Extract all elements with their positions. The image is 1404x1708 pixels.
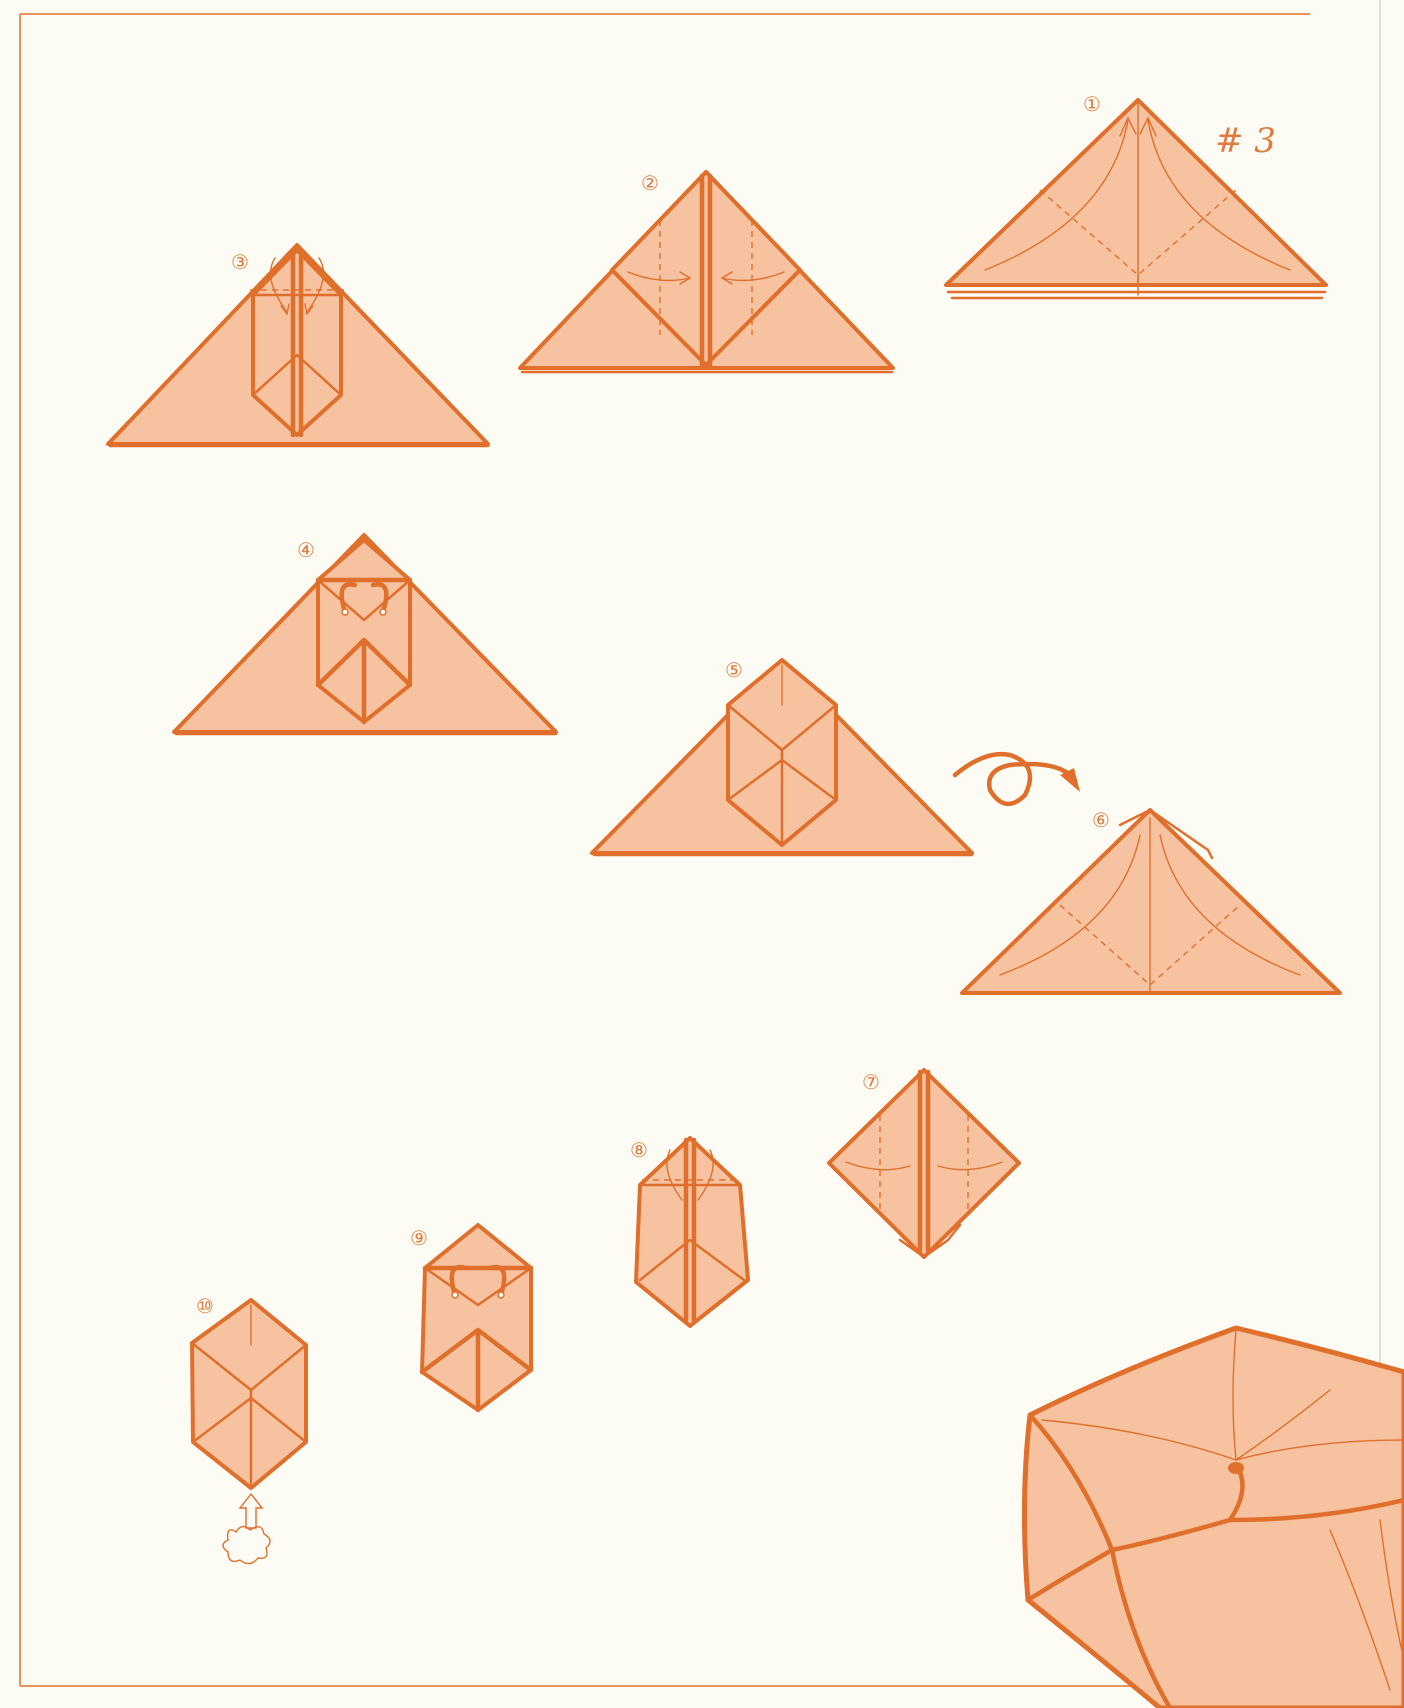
step-6-figure bbox=[962, 810, 1340, 993]
step-number: ② bbox=[641, 171, 659, 195]
step-number: ③ bbox=[231, 250, 249, 274]
step-number: ⑤ bbox=[725, 658, 743, 682]
step-number: ① bbox=[1083, 92, 1101, 116]
turn-over-arrow-icon bbox=[955, 754, 1080, 804]
step-number: ⑥ bbox=[1092, 808, 1110, 832]
step-number: ⑨ bbox=[410, 1226, 428, 1250]
step-number: ④ bbox=[297, 538, 315, 562]
step-10-figure bbox=[192, 1300, 306, 1564]
finished-balloon-figure bbox=[1024, 1328, 1404, 1708]
step-8-figure bbox=[636, 1138, 748, 1326]
step-9-figure bbox=[422, 1225, 531, 1410]
page-label: # 3 bbox=[1215, 121, 1276, 161]
step-number: ⑩ bbox=[196, 1294, 214, 1318]
step-3-figure bbox=[108, 245, 488, 446]
step-2-figure bbox=[520, 172, 893, 372]
step-number: ⑧ bbox=[630, 1138, 648, 1162]
step-4-figure bbox=[174, 535, 556, 734]
step-5-figure bbox=[592, 660, 972, 855]
step-number: ⑦ bbox=[862, 1070, 880, 1094]
step-7-figure bbox=[829, 1070, 1019, 1257]
